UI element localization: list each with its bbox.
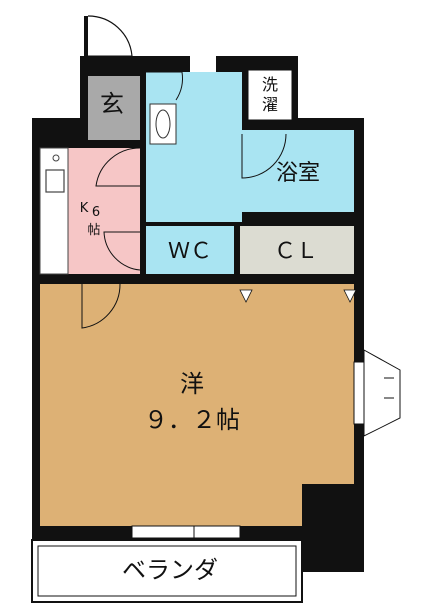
- washbasin: [149, 103, 177, 145]
- western-room-label-line2: ９．２帖: [144, 406, 240, 434]
- laundry-label-line2: 濯: [262, 95, 278, 114]
- balcony-window: [131, 525, 241, 539]
- western-room: [40, 284, 354, 526]
- bathroom-label: 浴室: [276, 161, 320, 186]
- closet-label: ＣＬ: [274, 239, 318, 264]
- closet-room: [240, 226, 354, 274]
- laundry-area: [247, 69, 293, 121]
- kitchen-counter: [39, 147, 69, 275]
- balcony: [31, 539, 303, 603]
- kitchen-label-line2: 6: [92, 205, 100, 220]
- western-room-label-line1: 洋: [180, 370, 204, 398]
- black-block: [302, 484, 364, 572]
- genkan-label: 玄: [100, 90, 124, 118]
- wc-room: [146, 226, 234, 274]
- genkan-room: [88, 76, 140, 140]
- washroom-room: [146, 72, 242, 222]
- entrance-door: [84, 15, 133, 60]
- wc-label: ＷＣ: [168, 239, 212, 264]
- kitchen-label-line3: 帖: [87, 223, 100, 238]
- bathroom-room: [242, 130, 354, 212]
- interior-doors: [81, 71, 287, 329]
- balcony-label: ベランダ: [122, 556, 218, 584]
- kitchen-label-line1: K: [80, 201, 89, 216]
- closet-marks: [239, 289, 357, 303]
- bay-window: [353, 349, 401, 437]
- laundry-label-line1: 洗: [262, 75, 278, 94]
